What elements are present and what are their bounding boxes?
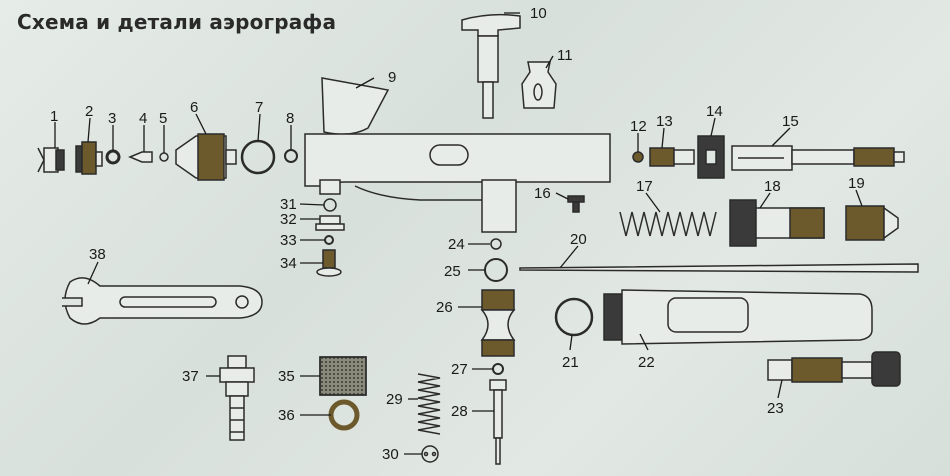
label-13: 13 <box>656 113 673 130</box>
part-21-o-ring <box>554 297 594 337</box>
label-8: 8 <box>286 110 294 127</box>
label-14: 14 <box>706 103 723 120</box>
part-38-wrench <box>62 277 263 325</box>
label-12: 12 <box>630 118 647 135</box>
label-29: 29 <box>386 391 403 408</box>
part-15-needle-chuck <box>731 145 905 171</box>
part-5-ring <box>159 152 169 162</box>
part-30-clip <box>421 445 439 463</box>
label-26: 26 <box>436 299 453 316</box>
part-11-lever <box>521 61 557 109</box>
part-10-trigger <box>461 13 521 119</box>
label-1: 1 <box>50 108 58 125</box>
label-22: 22 <box>638 354 655 371</box>
label-31: 31 <box>280 196 297 213</box>
part-24-ring <box>490 238 502 250</box>
label-10: 10 <box>530 5 547 22</box>
part-14-nut <box>697 135 725 179</box>
diagram-title: Схема и детали аэрографа <box>17 10 337 34</box>
label-35: 35 <box>278 368 295 385</box>
label-6: 6 <box>190 99 198 116</box>
label-36: 36 <box>278 407 295 424</box>
part-22-handle <box>603 289 873 345</box>
label-20: 20 <box>570 231 587 248</box>
label-4: 4 <box>139 110 147 127</box>
part-2-nozzle-cap <box>75 141 103 175</box>
label-24: 24 <box>448 236 465 253</box>
label-32: 32 <box>280 211 297 228</box>
part-35-filter <box>319 356 367 396</box>
part-17-spring <box>619 211 717 237</box>
label-3: 3 <box>108 110 116 127</box>
label-28: 28 <box>451 403 468 420</box>
part-12-ring <box>632 151 644 163</box>
label-5: 5 <box>159 110 167 127</box>
part-7-large-o-ring <box>240 139 276 175</box>
part-19-handle-nut <box>845 205 899 241</box>
part-36-washer <box>328 399 360 431</box>
part-32-washer <box>315 215 345 231</box>
label-11: 11 <box>557 47 573 64</box>
label-19: 19 <box>848 175 865 192</box>
part-29-spring <box>417 373 441 435</box>
part-3-o-ring <box>105 149 121 165</box>
part-18-spring-guide <box>729 199 825 247</box>
part-13-needle-guide <box>649 147 695 167</box>
label-9: 9 <box>388 69 396 86</box>
part-27-ring <box>492 363 504 375</box>
label-16: 16 <box>534 185 551 202</box>
label-25: 25 <box>444 263 461 280</box>
part-23-adjuster <box>767 351 901 387</box>
label-18: 18 <box>764 178 781 195</box>
label-2: 2 <box>85 103 93 120</box>
label-27: 27 <box>451 361 468 378</box>
part-25-o-ring <box>484 258 508 282</box>
part-20-needle <box>519 263 919 273</box>
part-8-ring <box>284 149 298 163</box>
label-38: 38 <box>89 246 106 263</box>
label-15: 15 <box>782 113 799 130</box>
label-33: 33 <box>280 232 297 249</box>
part-34-valve <box>316 249 342 277</box>
part-31-ring <box>323 198 337 212</box>
part-6-head <box>175 133 237 181</box>
label-21: 21 <box>562 354 579 371</box>
label-30: 30 <box>382 446 399 463</box>
label-17: 17 <box>636 178 653 195</box>
part-26-valve-body <box>480 289 516 357</box>
label-7: 7 <box>255 99 263 116</box>
part-37-air-fitting <box>219 355 255 441</box>
label-37: 37 <box>182 368 199 385</box>
part-9-body <box>304 77 611 233</box>
part-33-ring <box>324 235 334 245</box>
part-4-nozzle <box>128 151 153 163</box>
label-34: 34 <box>280 255 297 272</box>
label-23: 23 <box>767 400 784 417</box>
part-1-crown-cap <box>37 147 65 173</box>
part-28-valve-stem <box>489 379 507 465</box>
part-16-screw <box>567 195 585 213</box>
